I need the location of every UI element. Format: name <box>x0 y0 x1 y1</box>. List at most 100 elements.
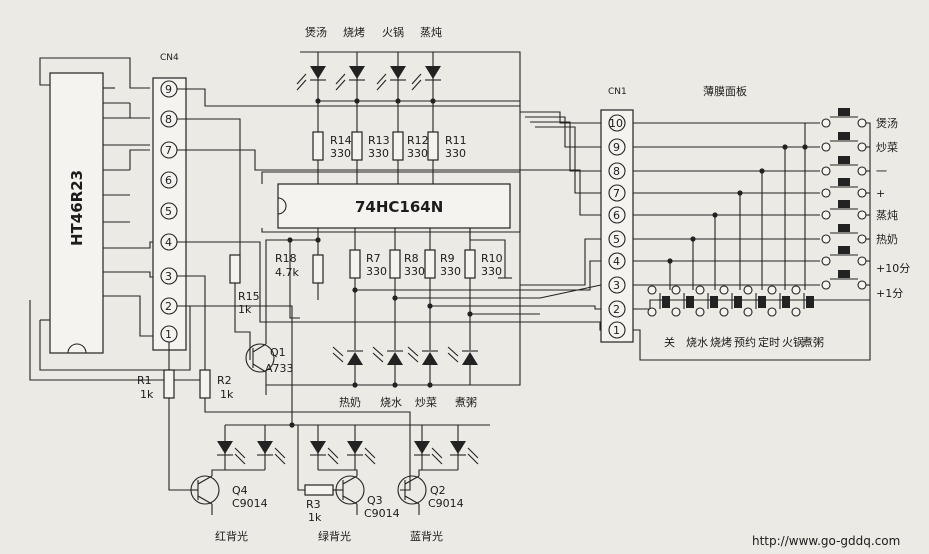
bottom-key-labels: 关 烧水 烧烤 预约 定时 火锅 煮粥 <box>664 335 824 349</box>
key-label-milk: 热奶 <box>876 232 898 246</box>
cn1-pin-1: 1 <box>613 324 620 337</box>
r13-ref: R13 <box>368 134 390 147</box>
cn1-pin-5: 5 <box>613 233 620 246</box>
r1-ref: R1 <box>137 374 152 387</box>
r11-ref: R11 <box>445 134 467 147</box>
led-label-stirfry: 炒菜 <box>415 396 437 409</box>
r1-resistor: R1 1k <box>137 369 190 491</box>
cn1-pin-10: 10 <box>609 117 623 130</box>
cn4-pin-2: 2 <box>165 300 172 313</box>
key-label-hotpot: 火锅 <box>782 336 804 349</box>
cn1-pin-3: 3 <box>613 279 620 292</box>
cn4-pin-4: 4 <box>165 236 172 249</box>
r8-ref: R8 <box>404 252 419 265</box>
cn1-pin-6: 6 <box>613 209 620 222</box>
led-diode <box>411 52 441 132</box>
cn4-pin-9: 9 <box>165 83 172 96</box>
r10-ref: R10 <box>481 252 503 265</box>
q3-model: C9014 <box>364 507 400 520</box>
cn1-pin-9: 9 <box>613 141 620 154</box>
r1-value: 1k <box>140 388 154 401</box>
bottom-resistors: R7 330 R8 330 R9 330 R10 330 <box>349 249 540 350</box>
cn4-pin-8: 8 <box>165 113 172 126</box>
q3-transistor: R3 1k Q3 C9014 绿背光 <box>297 425 400 543</box>
led-label-grill: 烧烤 <box>343 25 365 39</box>
key-label-steam: 蒸炖 <box>876 209 898 222</box>
led-label-steam: 蒸炖 <box>420 26 442 39</box>
cn4-pin-7: 7 <box>165 144 172 157</box>
top-resistors: R14 330 R13 330 R12 330 R11 330 <box>312 131 467 184</box>
r9-ref: R9 <box>440 252 455 265</box>
q4-ref: Q4 <box>232 484 248 497</box>
led-label-boil: 烧水 <box>380 396 402 409</box>
mcu-chip: HT46R23 <box>49 72 104 354</box>
right-key-labels: 煲汤 炒菜 一 + 蒸炖 热奶 +10分 +1分 <box>876 116 910 300</box>
r9-value: 330 <box>440 265 461 278</box>
r15-value: 1k <box>238 303 252 316</box>
key-label-boil: 烧水 <box>686 336 708 349</box>
q2-caption: 蓝背光 <box>410 529 443 543</box>
bottom-key-switches <box>647 285 814 317</box>
panel-title: 薄膜面板 <box>703 84 747 98</box>
shift-register-chip: 74HC164N <box>261 171 521 279</box>
r2-resistor: R2 1k <box>199 369 411 491</box>
led-diode <box>296 52 326 132</box>
r11-value: 330 <box>445 147 466 160</box>
led-label-soup: 煲汤 <box>305 25 327 39</box>
r2-ref: R2 <box>217 374 232 387</box>
r15-ref: R15 <box>238 290 260 303</box>
led-diode <box>335 52 365 132</box>
top-led-group: 煲汤 烧烤 火锅 蒸炖 <box>296 25 521 132</box>
q2-transistor: Q2 C9014 蓝背光 <box>397 469 464 543</box>
led-label-porridge: 煮粥 <box>455 396 477 409</box>
q4-transistor: Q4 C9014 红背光 <box>190 469 268 543</box>
r14-ref: R14 <box>330 134 352 147</box>
cn1-pin-8: 8 <box>613 165 620 178</box>
r14-value: 330 <box>330 147 351 160</box>
r18-ref: R18 <box>275 252 297 265</box>
key-label-grill: 烧烤 <box>710 335 732 349</box>
bottom-led-group: 热奶 烧水 炒菜 煮粥 <box>266 285 521 409</box>
q1-ref: Q1 <box>270 346 286 359</box>
key-label-boil-text: 烧水 <box>686 336 708 349</box>
r7-ref: R7 <box>366 252 381 265</box>
cn4-pin-5: 5 <box>165 205 172 218</box>
q3-caption: 绿背光 <box>318 529 351 543</box>
q2-model: C9014 <box>428 497 464 510</box>
key-label-preset: 预约 <box>734 336 756 349</box>
q1-model: A733 <box>265 362 294 375</box>
led-label-milk: 热奶 <box>339 395 361 409</box>
r12-ref: R12 <box>407 134 429 147</box>
key-label-stirfry: 炒菜 <box>876 141 898 154</box>
key-label-plus10: +10分 <box>876 262 910 275</box>
key-label-soup: 煲汤 <box>876 116 898 130</box>
key-label-off: 关 <box>664 335 675 349</box>
r12-value: 330 <box>407 147 428 160</box>
key-label-plus1: +1分 <box>876 287 903 300</box>
led-diode <box>376 52 406 132</box>
panel-rows <box>633 122 871 361</box>
cn1-label: CN1 <box>608 87 627 97</box>
right-key-switches <box>821 108 871 300</box>
r10-value: 330 <box>481 265 502 278</box>
cn4-pin-6: 6 <box>165 174 172 187</box>
r3-ref: R3 <box>306 498 321 511</box>
r13-value: 330 <box>368 147 389 160</box>
cn4-pin-1: 1 <box>165 328 172 341</box>
cn1-pin-7: 7 <box>613 187 620 200</box>
q4-model: C9014 <box>232 497 268 510</box>
key-label-timer: 定时 <box>758 335 780 349</box>
q2-ref: Q2 <box>430 484 446 497</box>
bias-network: R18 4.7k R15 1k Q1 A733 <box>229 239 324 395</box>
r2-value: 1k <box>220 388 234 401</box>
cn1-pin-4: 4 <box>613 255 620 268</box>
mcu-label: HT46R23 <box>68 170 86 246</box>
key-label-plus: + <box>876 187 885 200</box>
cn1-pin-2: 2 <box>613 303 620 316</box>
backlight-leds <box>217 425 479 471</box>
q4-caption: 红背光 <box>215 529 248 543</box>
key-label-minus: 一 <box>876 165 887 178</box>
shift-register-label: 74HC164N <box>355 198 443 216</box>
r8-value: 330 <box>404 265 425 278</box>
led-label-hotpot: 火锅 <box>382 26 404 39</box>
